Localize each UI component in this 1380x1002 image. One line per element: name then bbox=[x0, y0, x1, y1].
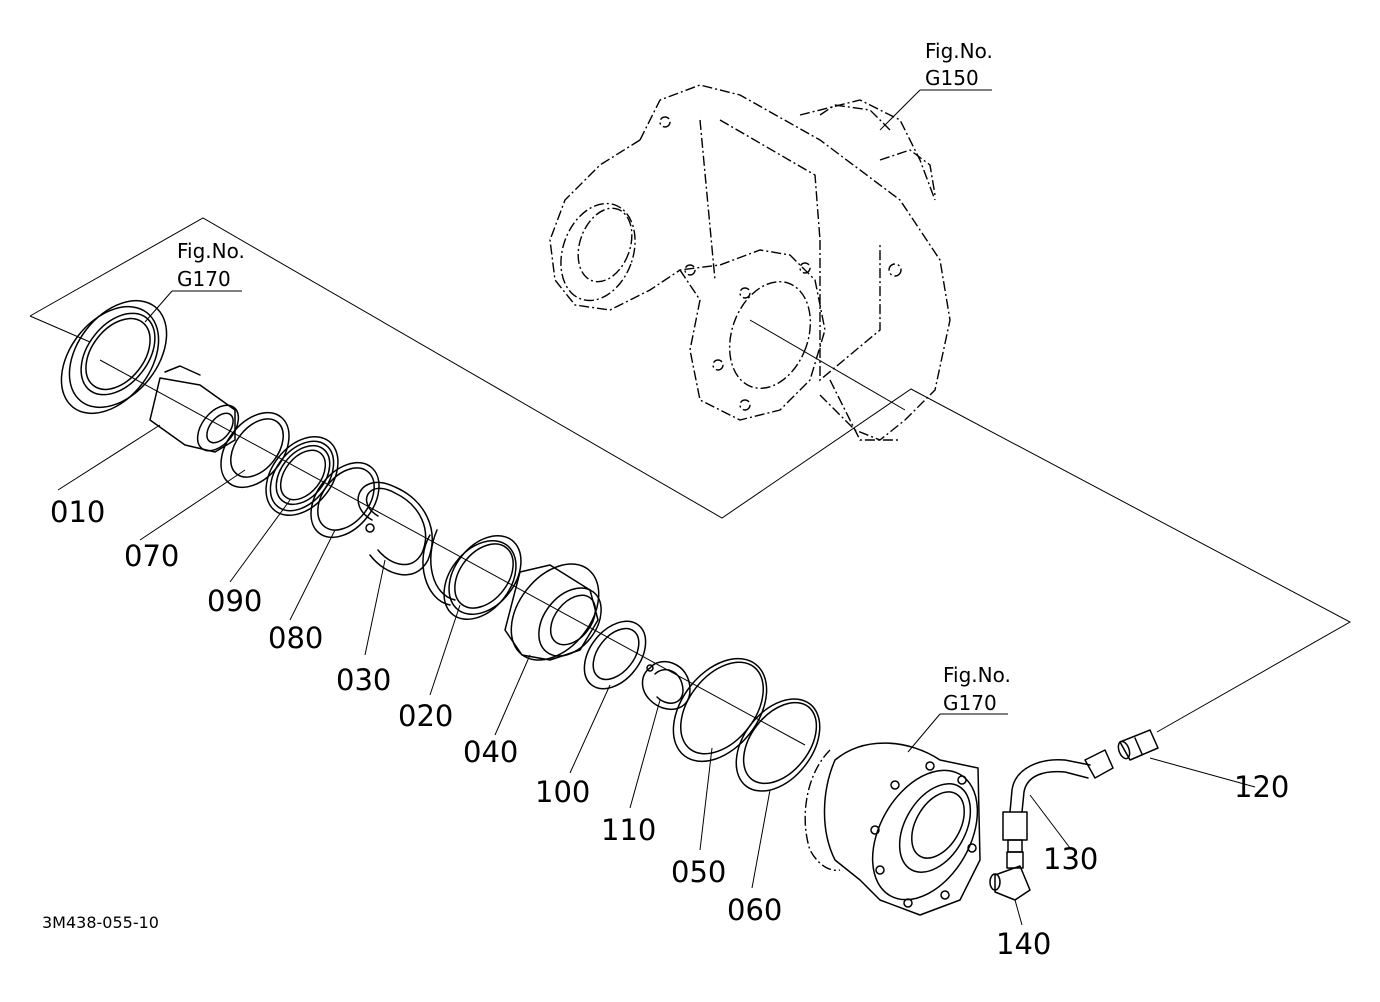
part-label-120: 120 bbox=[1234, 770, 1289, 804]
part-020-spring bbox=[422, 529, 522, 621]
fig-ref-g150-code: G150 bbox=[925, 66, 979, 90]
fig-ref-g170-left-code: G170 bbox=[177, 267, 231, 291]
part-label-050: 050 bbox=[671, 855, 726, 889]
part-label-100: 100 bbox=[535, 775, 590, 809]
part-label-030: 030 bbox=[336, 663, 391, 697]
part-label-110: 110 bbox=[601, 813, 656, 847]
part-label-080: 080 bbox=[268, 621, 323, 655]
part-label-040: 040 bbox=[463, 735, 518, 769]
fig-ref-g170-left: Fig.No. G170 bbox=[177, 239, 245, 291]
part-010-sleeve bbox=[149, 365, 240, 453]
assembly-frame-lines bbox=[29, 217, 1352, 733]
part-100-washer bbox=[583, 620, 647, 690]
part-labels: 010 070 090 080 030 020 040 100 110 050 … bbox=[50, 495, 1289, 961]
part-label-070: 070 bbox=[124, 539, 179, 573]
part-120-connector bbox=[1117, 729, 1159, 761]
part-130-pipe bbox=[1002, 749, 1114, 853]
part-label-090: 090 bbox=[207, 584, 262, 618]
fig-ref-g170-right-code: G170 bbox=[943, 691, 997, 715]
part-040-collar bbox=[504, 563, 602, 661]
fig-ref-g170-right: Fig.No. G170 bbox=[943, 663, 1011, 715]
part-label-010: 010 bbox=[50, 495, 105, 529]
part-label-140: 140 bbox=[996, 927, 1051, 961]
fig-ref-g150-prefix: Fig.No. bbox=[925, 39, 993, 63]
leader-lines bbox=[57, 89, 1256, 926]
fig-ref-g170-right-prefix: Fig.No. bbox=[943, 663, 1011, 687]
housing-g170-lower bbox=[804, 742, 981, 916]
drawing-code: 3M438-055-10 bbox=[42, 913, 159, 932]
part-030-snap-ring bbox=[357, 481, 433, 576]
housing-g150 bbox=[549, 84, 951, 441]
part-label-020: 020 bbox=[398, 699, 453, 733]
part-060-o-ring bbox=[735, 698, 821, 792]
part-140-elbow bbox=[989, 851, 1031, 901]
part-label-060: 060 bbox=[727, 893, 782, 927]
part-axis-line bbox=[99, 319, 906, 746]
part-010-bearing bbox=[60, 299, 168, 415]
part-label-130: 130 bbox=[1043, 842, 1098, 876]
fig-ref-g170-left-prefix: Fig.No. bbox=[177, 239, 245, 263]
part-080-ring bbox=[310, 461, 380, 539]
fig-ref-g150: Fig.No. G150 bbox=[925, 39, 993, 90]
